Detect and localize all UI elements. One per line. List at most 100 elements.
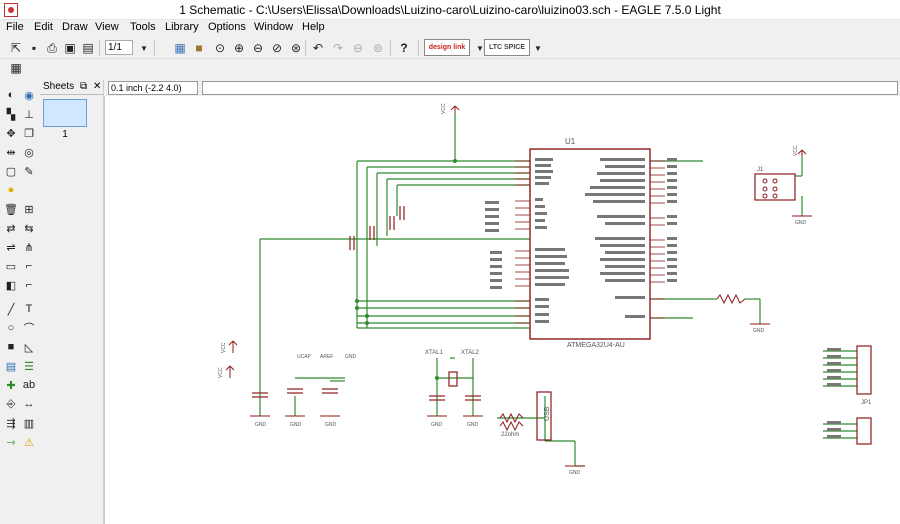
net-icon[interactable]: ☰: [24, 360, 34, 373]
menu-help[interactable]: Help: [302, 21, 325, 33]
erc-icon[interactable]: ⇾: [6, 436, 16, 449]
wire-icon[interactable]: ╱: [7, 303, 15, 316]
menu-options[interactable]: Options: [208, 21, 246, 33]
sheet-thumbnail[interactable]: [43, 99, 87, 127]
label-icon[interactable]: ab: [22, 379, 36, 391]
zoom-fit-icon[interactable]: ⊙: [214, 41, 226, 55]
add-icon[interactable]: ⊞: [24, 203, 34, 216]
rect-icon[interactable]: ■: [7, 341, 15, 353]
chip-part: ATMEGA32U4-AU: [567, 342, 625, 349]
power-symbols: [225, 105, 812, 467]
menu-window[interactable]: Window: [254, 21, 294, 33]
paste-icon[interactable]: ●: [7, 184, 15, 196]
copy-icon[interactable]: ❐: [24, 127, 34, 140]
page-selector[interactable]: 1/1: [105, 40, 133, 55]
pinswap-icon[interactable]: ⇄: [6, 222, 16, 235]
dimension-icon[interactable]: ↔: [23, 398, 35, 410]
net-name-glyphs: [485, 158, 841, 438]
menu-view[interactable]: View: [95, 21, 119, 33]
command-input[interactable]: [202, 81, 898, 95]
dock-icon[interactable]: ⧉: [80, 81, 88, 92]
info-icon[interactable]: ◐: [7, 89, 15, 101]
gnd-label-6: GND: [569, 470, 581, 476]
open-icon[interactable]: ⇱: [10, 41, 22, 55]
display-icon[interactable]: ▚: [6, 108, 16, 121]
mark-icon[interactable]: ⊥: [24, 108, 34, 121]
chip-pins: [515, 160, 665, 324]
group-icon[interactable]: ▢: [5, 165, 17, 178]
gnd-label-9: GND: [345, 354, 357, 360]
menu-draw[interactable]: Draw: [62, 21, 88, 33]
close-icon[interactable]: ✕: [93, 81, 102, 92]
zoom-redraw-icon[interactable]: ⊘: [271, 41, 283, 55]
module-icon[interactable]: ■: [195, 41, 203, 55]
smash-icon[interactable]: ◧: [5, 279, 17, 292]
menu-library[interactable]: Library: [165, 21, 199, 33]
split-icon[interactable]: ⋔: [24, 241, 34, 254]
arc-icon[interactable]: ⌒: [23, 323, 35, 335]
pin-name-glyphs: [535, 158, 645, 323]
net-labels: GND GND GND GND GND GND GND GND GND UCAP…: [218, 103, 807, 476]
undo-icon[interactable]: ↶: [312, 41, 324, 55]
chevron-down-icon[interactable]: ▼: [534, 43, 542, 53]
board-icon[interactable]: ▦: [174, 41, 186, 55]
chevron-down-icon[interactable]: ▼: [476, 43, 484, 53]
go-icon[interactable]: ⊚: [372, 41, 384, 55]
tool-palette: ◐ ◉ ▚ ⊥ ✥ ❐ ⇹ ◎ ▢ ✎ ● 🗑 ⊞ ⇄ ⇆ ⇌ ⋔ ▭ ⌐ ◧ …: [0, 82, 40, 524]
value-icon[interactable]: ⌐: [25, 260, 33, 272]
gateswap-icon[interactable]: ⇆: [24, 222, 34, 235]
polygon-icon[interactable]: ◺: [24, 341, 34, 354]
vcc-label-1: VCC: [441, 103, 447, 114]
delete-icon[interactable]: 🗑: [4, 203, 18, 216]
xtal1-label: XTAL1: [425, 350, 444, 356]
microcontroller-u1: U1 ATMEGA32U4-AU: [529, 137, 651, 349]
menu-tools[interactable]: Tools: [130, 21, 156, 33]
connector-j1: J1: [754, 167, 796, 201]
stop-icon[interactable]: ⊖: [352, 41, 364, 55]
sheets-panel: Sheets ⧉ ✕ 1: [40, 80, 104, 524]
gnd-label-5: GND: [467, 422, 479, 428]
warning-icon[interactable]: ⚠: [24, 436, 34, 449]
parameter-toolbar: ▦: [0, 58, 900, 78]
designlink-button[interactable]: design link: [424, 39, 470, 56]
script-icon[interactable]: ▤: [82, 41, 94, 55]
chip-name: U1: [565, 137, 576, 146]
xtal2-label: XTAL2: [461, 350, 480, 356]
zoom-in-icon[interactable]: ⊕: [233, 41, 245, 55]
rotate-icon[interactable]: ◎: [24, 146, 34, 159]
ltspice-button[interactable]: LTC SPICE: [484, 39, 530, 56]
schematic-canvas[interactable]: U1 ATMEGA32U4-AU: [104, 96, 900, 524]
attribute-icon[interactable]: ⎆: [6, 397, 16, 410]
miter-icon[interactable]: ⌐: [25, 279, 33, 291]
menu-edit[interactable]: Edit: [34, 21, 53, 33]
zoom-select-icon[interactable]: ⊛: [290, 41, 302, 55]
chevron-down-icon[interactable]: ▼: [140, 43, 148, 53]
replace-icon[interactable]: ⇌: [6, 241, 16, 254]
menu-file[interactable]: File: [6, 21, 24, 33]
print-icon[interactable]: ⎙: [47, 40, 57, 55]
gnd-label-8: GND: [795, 220, 807, 226]
move-icon[interactable]: ✥: [6, 127, 16, 140]
mirror-icon[interactable]: ⇹: [6, 146, 16, 159]
name-icon[interactable]: ▭: [5, 260, 17, 273]
gnd-label-3: GND: [325, 422, 337, 428]
eagle-logo-icon: [4, 3, 18, 17]
change-icon[interactable]: ✎: [24, 165, 34, 178]
ucap-label: UCAP: [297, 354, 312, 360]
ratsnest-icon[interactable]: ⇶: [6, 417, 16, 430]
zoom-out-icon[interactable]: ⊖: [252, 41, 264, 55]
save-icon[interactable]: ▪: [31, 41, 37, 55]
auto-icon[interactable]: ▥: [23, 417, 35, 430]
cam-icon[interactable]: ▣: [64, 41, 76, 55]
show-icon[interactable]: ◉: [24, 89, 34, 102]
bus-icon[interactable]: ▤: [5, 360, 17, 373]
redo-icon[interactable]: ↷: [332, 41, 344, 55]
sheets-header: Sheets ⧉ ✕: [40, 80, 103, 95]
circle-icon[interactable]: ○: [7, 322, 15, 334]
gnd-label-4: GND: [431, 422, 443, 428]
help-icon[interactable]: ?: [400, 41, 408, 55]
junction-icon[interactable]: ✚: [6, 379, 16, 392]
text-icon[interactable]: T: [25, 303, 33, 315]
grid-icon[interactable]: ▦: [10, 61, 22, 75]
aref-label: AREF: [320, 354, 333, 360]
